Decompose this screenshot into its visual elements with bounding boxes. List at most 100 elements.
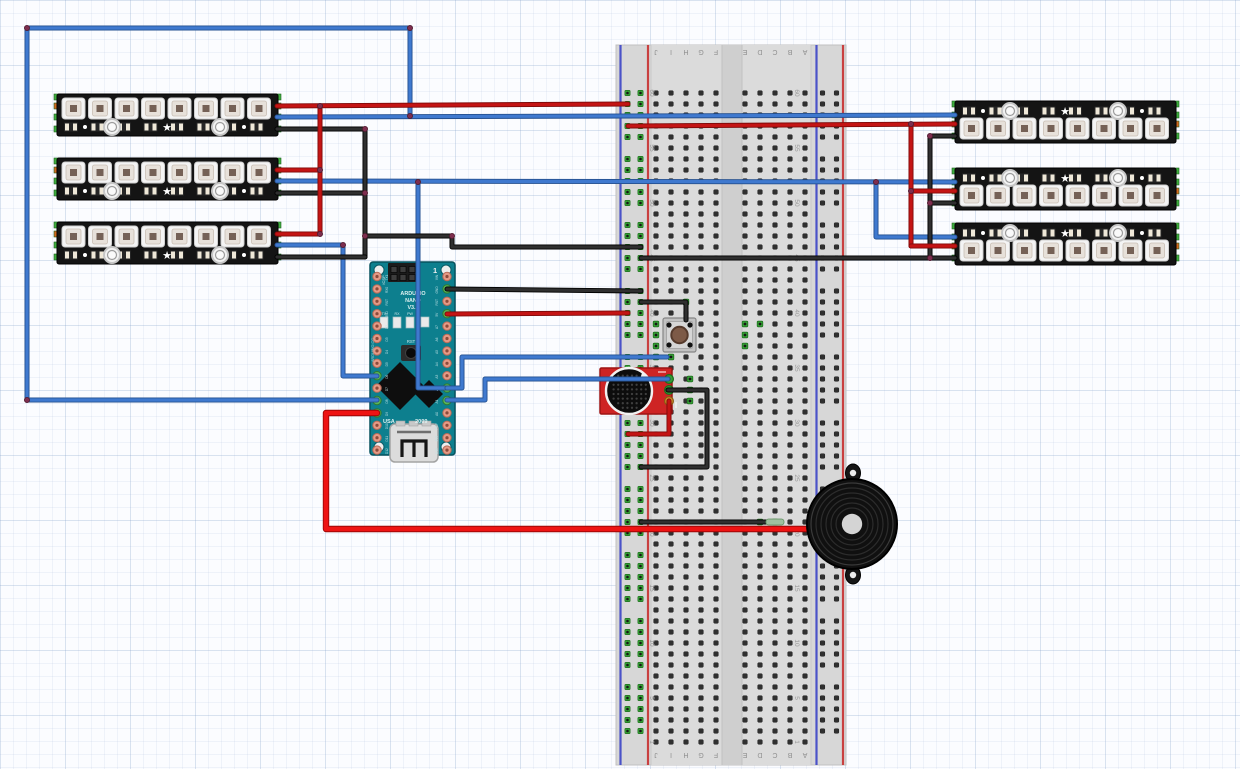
wire-core[interactable] — [275, 113, 957, 119]
breadboard-hole — [683, 145, 689, 151]
junction-dot[interactable] — [873, 178, 880, 185]
row-number: 50 — [793, 199, 800, 207]
wire-red-mic[interactable] — [625, 398, 672, 437]
led-chip — [96, 105, 104, 112]
wire-black-gnd[interactable] — [444, 286, 644, 294]
led-strip-right-3[interactable]: ★ — [951, 222, 1180, 266]
wire-core[interactable] — [416, 180, 449, 390]
wire-blue-strip2-long[interactable] — [274, 178, 958, 185]
rail-hole — [833, 629, 840, 635]
led-strip-right-2[interactable]: ★ — [951, 167, 1180, 211]
led-chip — [255, 169, 263, 176]
rail-hole-center — [639, 641, 642, 645]
pin-label: GND — [385, 310, 389, 318]
junction-dot[interactable] — [339, 241, 346, 248]
junction-dot[interactable] — [23, 396, 30, 403]
arduino-pin-center — [375, 361, 379, 365]
wire-core[interactable] — [445, 355, 669, 390]
wire-core[interactable] — [445, 287, 643, 293]
junction-dot[interactable] — [927, 132, 934, 139]
wire-core[interactable] — [363, 234, 643, 249]
mounting-hole-inner — [106, 185, 118, 197]
led-strip-left-1[interactable]: ★ — [53, 93, 282, 137]
button-cap[interactable] — [670, 325, 689, 345]
led-strip-left-2[interactable]: ★ — [53, 157, 282, 201]
junction-dot[interactable] — [406, 24, 413, 31]
wire-core[interactable] — [275, 179, 957, 184]
junction-dot[interactable] — [414, 178, 421, 185]
wire-core[interactable] — [639, 388, 709, 469]
pin-label: D8 — [385, 399, 389, 403]
junction-dot[interactable] — [927, 254, 934, 261]
wire-blue-a2-drop[interactable] — [415, 179, 450, 391]
breadboard-hole — [757, 739, 763, 745]
wire-core[interactable] — [275, 243, 379, 378]
rail-hole-center — [626, 509, 629, 513]
resistor-pad — [989, 229, 994, 237]
pin-label: RST — [385, 299, 389, 305]
push-button[interactable] — [662, 317, 697, 353]
breadboard-hole — [757, 695, 763, 701]
breadboard-hole — [787, 211, 793, 217]
led-chip — [70, 233, 77, 240]
resistor-pad — [250, 123, 255, 131]
wire-red-5v[interactable] — [444, 310, 631, 317]
wire-core[interactable] — [639, 300, 688, 322]
breadboard-hole — [653, 651, 659, 657]
junction-dot[interactable] — [908, 121, 915, 128]
smd-resistor — [143, 250, 158, 260]
wire-red-power[interactable] — [322, 409, 824, 533]
wire-blue-mic[interactable] — [444, 376, 671, 403]
wire-core[interactable] — [25, 26, 412, 402]
buzzer-ring — [825, 497, 879, 551]
junction-dot[interactable] — [448, 232, 455, 239]
junction-dot[interactable] — [361, 189, 368, 196]
breadboard-hole — [713, 222, 719, 228]
wire-red-rail-right[interactable] — [625, 121, 958, 129]
breadboard-hole — [802, 189, 808, 195]
junction-dot[interactable] — [23, 24, 30, 31]
wire-core[interactable] — [445, 377, 670, 402]
wire-core[interactable] — [626, 399, 671, 436]
junction-dot[interactable] — [361, 232, 368, 239]
wire-blue-strip1-long[interactable] — [274, 112, 958, 120]
resistor-pad — [1156, 229, 1161, 237]
rail-hole-center — [639, 597, 642, 601]
breadboard-hole — [698, 475, 704, 481]
wire-core[interactable] — [323, 410, 823, 532]
wire-red-strip1-left[interactable] — [274, 101, 631, 109]
resistor-pad — [1024, 107, 1028, 115]
rail-hole — [833, 90, 840, 96]
wire-black-to-rail[interactable] — [362, 233, 644, 250]
junction-dot[interactable] — [927, 199, 934, 206]
junction-dot[interactable] — [316, 230, 323, 237]
junction-dot[interactable] — [406, 113, 413, 120]
wire-core[interactable] — [275, 102, 630, 108]
led-strip-left-3[interactable]: ★ — [53, 221, 282, 265]
microphone-module[interactable] — [599, 366, 677, 416]
reset-button[interactable] — [405, 347, 417, 359]
junction-dot[interactable] — [316, 166, 323, 173]
wire-blue-strip3-left[interactable] — [274, 242, 380, 379]
breadboard-hole — [742, 211, 748, 217]
wire-blue-button[interactable] — [444, 354, 670, 391]
wire-black-button[interactable] — [638, 299, 689, 323]
piezo-buzzer[interactable] — [765, 463, 898, 585]
resistor-pad — [963, 229, 967, 237]
smd-resistor — [249, 250, 264, 260]
junction-dot[interactable] — [316, 103, 323, 110]
breadboard-hole — [772, 486, 778, 492]
junction-dot[interactable] — [361, 126, 368, 133]
breadboard-hole — [683, 629, 689, 635]
breadboard-hole — [742, 431, 748, 437]
wire-black-mic[interactable] — [638, 387, 710, 470]
wire-core[interactable] — [445, 311, 630, 316]
wire-blue-top-loop[interactable] — [24, 25, 413, 403]
wire-core[interactable] — [626, 122, 957, 128]
junction-dot[interactable] — [908, 187, 915, 194]
row-number: 1 — [793, 740, 800, 744]
led-strip-right-1[interactable]: ★ — [951, 100, 1180, 144]
breadboard-hole — [802, 585, 808, 591]
breadboard-hole — [713, 684, 719, 690]
